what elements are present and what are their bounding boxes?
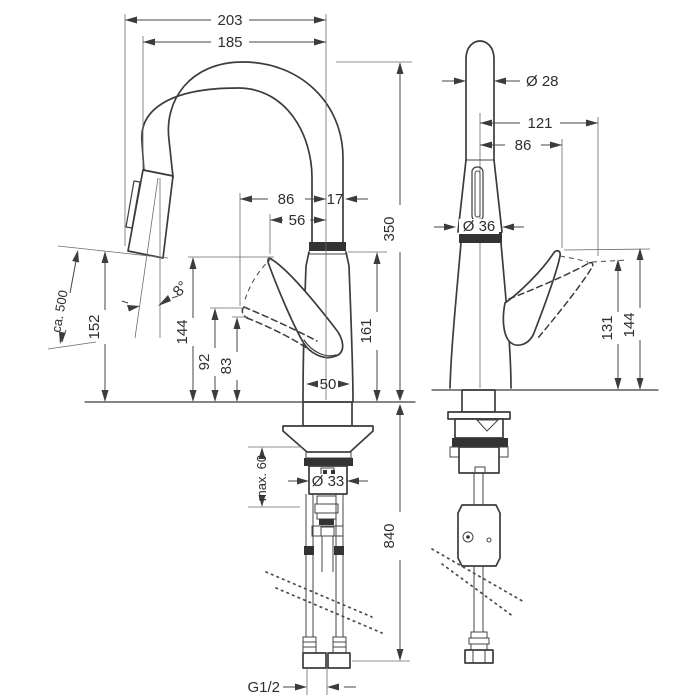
dim-161: 161 (358, 318, 375, 343)
dim-185: 185 (217, 34, 242, 51)
front-view-dimensions: 203 185 86 17 56 350 840 161 144 (48, 12, 416, 696)
side-view-dimensions: Ø 28 121 86 Ø 36 131 144 (431, 73, 659, 391)
dim-angle-8: 8° (170, 278, 192, 300)
side-view-undercounter (431, 389, 525, 664)
dim-50: 50 (320, 376, 337, 393)
dim-203: 203 (217, 12, 242, 29)
dim-86-side: 86 (515, 137, 532, 154)
dim-121: 121 (527, 115, 552, 132)
dim-max-60: max. 60 (254, 455, 269, 501)
dim-350: 350 (381, 216, 398, 241)
dim-144-side: 144 (621, 312, 638, 337)
dim-131: 131 (599, 315, 616, 340)
dim-86-front: 86 (278, 191, 295, 208)
dim-83: 83 (218, 358, 235, 375)
dim-thread-g12: G1/2 (247, 679, 280, 696)
dim-144-front: 144 (174, 319, 191, 344)
dim-ca500: ca. 500 (48, 289, 70, 334)
dim-92: 92 (196, 354, 213, 371)
dim-17: 17 (327, 191, 344, 208)
dim-dia-36: Ø 36 (463, 218, 496, 235)
front-view-undercounter (265, 401, 383, 669)
dim-56: 56 (289, 212, 306, 229)
dim-840: 840 (381, 523, 398, 548)
side-view-faucet (449, 40, 594, 389)
dim-dia-28: Ø 28 (526, 73, 559, 90)
dim-152: 152 (86, 314, 103, 339)
dim-dia-33: Ø 33 (312, 473, 345, 490)
front-view-faucet (47, 61, 354, 403)
